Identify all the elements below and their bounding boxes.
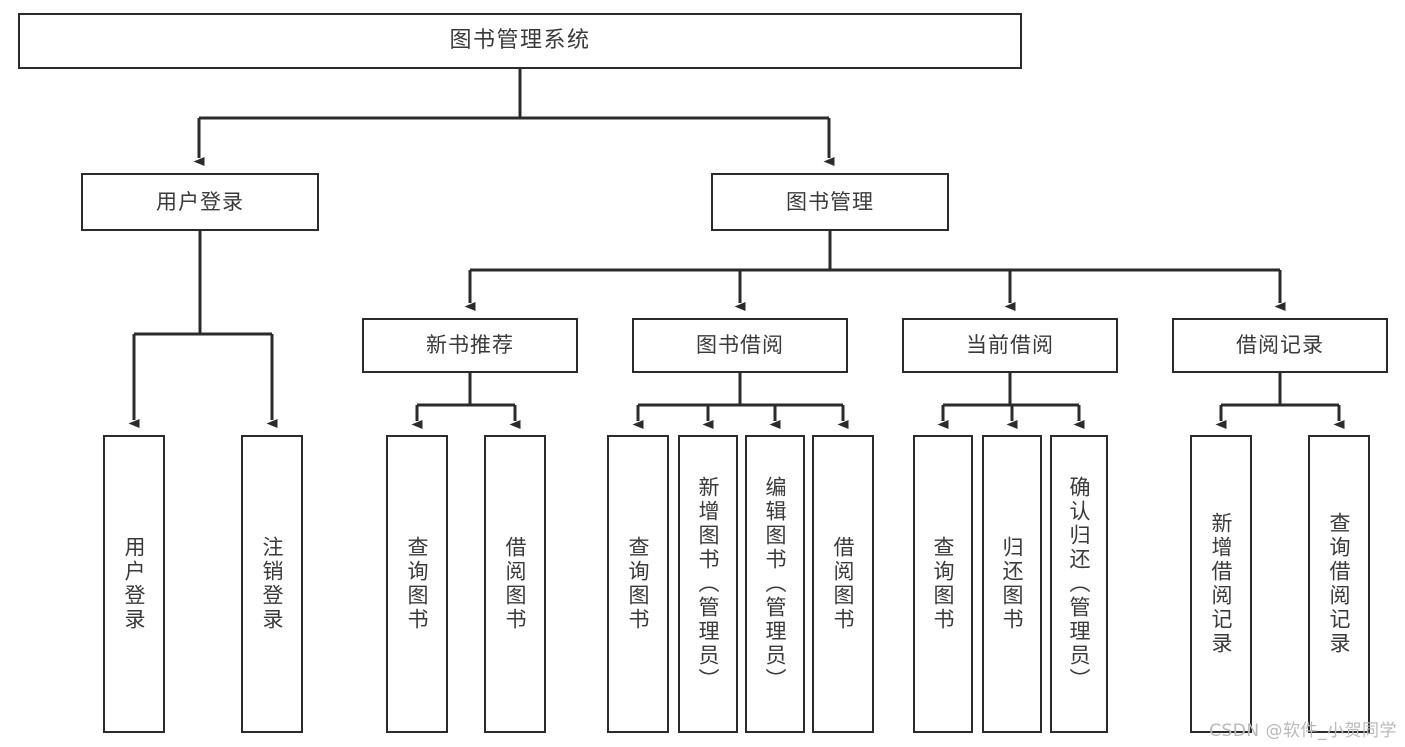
node-book-management-label: 图书管理 [786,189,874,214]
watermark: CSDN @软件_小贺同学 [1209,721,1397,741]
node-root-label: 图书管理系统 [449,28,591,54]
node-leaf-query-record[interactable]: 查询借阅记录 [1308,435,1370,733]
node-leaf-user-logout-label: 注销登录 [260,536,285,632]
node-leaf-add-record[interactable]: 新增借阅记录 [1190,435,1252,733]
node-leaf-confirm-return-label: 确认归还（管理员） [1067,476,1092,692]
node-current-borrow-label: 当前借阅 [966,333,1054,358]
node-leaf-query-book-1-label: 查询图书 [405,536,430,632]
node-leaf-return-book-label: 归还图书 [1000,536,1025,632]
node-current-borrow[interactable]: 当前借阅 [902,318,1118,373]
node-leaf-query-book-3[interactable]: 查询图书 [913,435,973,733]
node-leaf-add-book-label: 新增图书（管理员） [696,476,721,692]
node-leaf-borrow-book-2[interactable]: 借阅图书 [812,435,874,733]
node-leaf-query-book-3-label: 查询图书 [931,536,956,632]
node-leaf-query-book-2[interactable]: 查询图书 [607,435,669,733]
node-new-book-recommend[interactable]: 新书推荐 [362,318,578,373]
node-leaf-borrow-book-2-label: 借阅图书 [831,536,856,632]
node-borrow-record-label: 借阅记录 [1236,333,1324,358]
node-leaf-borrow-book-1-label: 借阅图书 [503,536,528,632]
node-borrow-record[interactable]: 借阅记录 [1172,318,1388,373]
node-new-book-recommend-label: 新书推荐 [426,333,514,358]
node-user-login-label: 用户登录 [156,189,244,214]
node-leaf-user-login[interactable]: 用户登录 [103,435,165,733]
node-leaf-add-book[interactable]: 新增图书（管理员） [678,435,738,733]
node-book-borrow[interactable]: 图书借阅 [632,318,848,373]
node-book-management[interactable]: 图书管理 [711,173,949,231]
node-leaf-edit-book[interactable]: 编辑图书（管理员） [745,435,805,733]
node-user-login[interactable]: 用户登录 [81,173,319,231]
node-leaf-edit-book-label: 编辑图书（管理员） [763,476,788,692]
node-leaf-confirm-return[interactable]: 确认归还（管理员） [1050,435,1108,733]
node-leaf-add-record-label: 新增借阅记录 [1209,512,1234,656]
node-leaf-user-login-label: 用户登录 [122,536,147,632]
node-book-borrow-label: 图书借阅 [696,333,784,358]
node-leaf-query-book-2-label: 查询图书 [626,536,651,632]
node-root[interactable]: 图书管理系统 [18,13,1022,69]
node-leaf-query-record-label: 查询借阅记录 [1327,512,1352,656]
node-leaf-borrow-book-1[interactable]: 借阅图书 [484,435,546,733]
node-leaf-user-logout[interactable]: 注销登录 [241,435,303,733]
node-leaf-return-book[interactable]: 归还图书 [982,435,1042,733]
node-leaf-query-book-1[interactable]: 查询图书 [386,435,448,733]
